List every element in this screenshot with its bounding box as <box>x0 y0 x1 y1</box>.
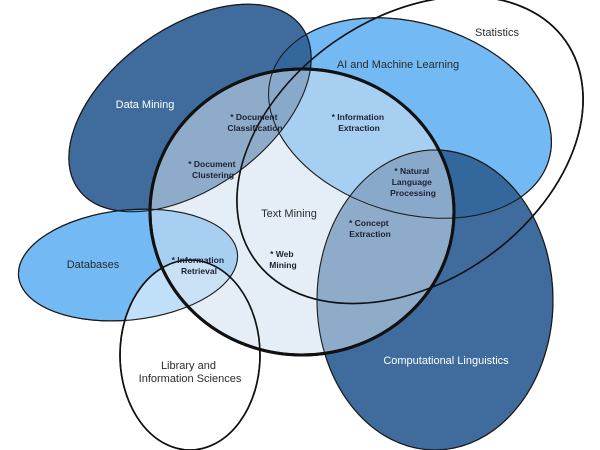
data-mining-outline <box>68 3 312 213</box>
library-outline <box>119 259 261 450</box>
label-statistics: Statistics <box>475 27 520 39</box>
topic-web-mining: * Web Mining <box>269 249 296 270</box>
topic-concept-extraction-line-1: * Concept <box>349 218 389 228</box>
topic-concept-extraction: * Concept Extraction <box>349 218 391 239</box>
topic-concept-extraction-line-2: Extraction <box>349 229 391 239</box>
label-ai-ml: AI and Machine Learning <box>337 59 459 71</box>
topic-natural-language-processing-line-1: * Natural <box>394 166 429 176</box>
topic-natural-language-processing-line-2: Language <box>392 177 432 187</box>
topic-information-extraction: * Information Extraction <box>332 112 387 133</box>
label-library-line-1: Library and <box>161 360 216 372</box>
label-text-mining: Text Mining <box>261 208 317 220</box>
text-mining-outline <box>148 67 456 357</box>
topic-document-classification-line-2: Classification <box>227 123 282 133</box>
topic-information-extraction-line-2: Extraction <box>338 123 380 133</box>
topic-document-classification: * Document Classification <box>227 112 282 133</box>
topic-web-mining-line-1: * Web <box>270 249 293 259</box>
label-data-mining: Data Mining <box>116 99 175 111</box>
topic-natural-language-processing: * Natural Language Processing <box>390 166 436 198</box>
topic-information-extraction-line-1: * Information <box>332 112 384 122</box>
topic-document-classification-line-1: * Document <box>230 112 277 122</box>
label-library-line-2: Information Sciences <box>139 373 242 385</box>
label-databases: Databases <box>67 259 120 271</box>
label-library: Library and Information Sciences <box>139 360 242 385</box>
topic-natural-language-processing-line-3: Processing <box>390 188 436 198</box>
topic-information-retrieval-line-1: * Information <box>172 255 224 265</box>
label-computational-linguistics: Computational Linguistics <box>383 355 509 367</box>
topic-document-clustering: * Document Clustering <box>188 159 238 180</box>
computational-linguistics-outline <box>316 149 554 450</box>
databases-outline <box>17 208 239 322</box>
topic-document-clustering-line-2: Clustering <box>192 170 234 180</box>
topic-document-clustering-line-1: * Document <box>188 159 235 169</box>
ai-ml-outline <box>268 17 552 219</box>
topic-information-retrieval: * Information Retrieval <box>172 255 227 276</box>
topic-web-mining-line-2: Mining <box>269 260 296 270</box>
statistics-outline <box>236 0 584 305</box>
topic-information-retrieval-line-2: Retrieval <box>181 266 217 276</box>
